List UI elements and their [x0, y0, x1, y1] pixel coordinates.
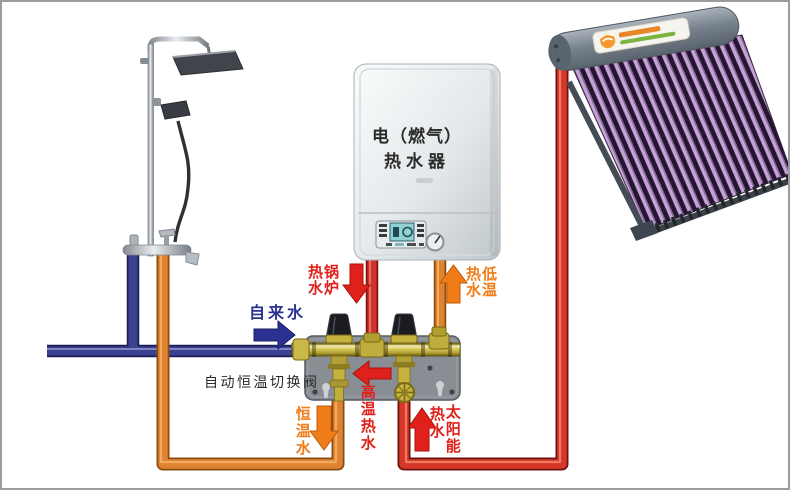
solar-frame-foot [630, 220, 658, 241]
tap-water-arrow [253, 319, 296, 351]
solar-hot-water-pipe [397, 50, 569, 471]
heater-title: 电（燃气） 热水器 [342, 127, 492, 172]
valve-wheel [394, 382, 415, 403]
heater-control-panel [375, 220, 445, 252]
solar-collector [548, 6, 788, 241]
solar-frame-left-rail [566, 80, 648, 234]
boiler-supply-pipe [365, 254, 379, 348]
boiler-hot-label-line2: 水炉 [308, 278, 341, 297]
solar-hot-label: 热水 [427, 406, 446, 440]
boiler-return-pipe [433, 254, 447, 340]
inlet-nut [292, 338, 310, 361]
boiler-hot-label: 热锅 水炉 [308, 263, 341, 297]
keyhole-slot [322, 381, 444, 398]
mixing-valve-right [390, 313, 418, 403]
solar-tank [548, 6, 740, 71]
shower-mixer [122, 228, 200, 266]
mixer-spout [185, 251, 200, 266]
heater-title-line2: 热水器 [384, 151, 450, 172]
mixed-out-arrow [309, 405, 339, 451]
boiler-supply-arrow [342, 263, 371, 304]
high-temp-out-arrow [352, 359, 392, 388]
auto-valve-label: 自动恒温切换阀 [204, 375, 320, 391]
brass-manifold [291, 326, 461, 361]
high-temp-label: 高温热水 [358, 384, 377, 452]
tap-water-label: 自来水 [249, 303, 307, 322]
shower-hose [173, 120, 191, 243]
low-temp-label-line1: 热低 [466, 265, 499, 283]
shower-pole [147, 43, 154, 257]
cold-water-pipe [47, 252, 305, 358]
low-temp-label: 热低 水温 [466, 265, 499, 299]
constant-temp-label: 恒温水 [293, 406, 312, 457]
water-heater [353, 63, 501, 261]
low-temp-label-line2: 水温 [466, 280, 499, 299]
solar-tank-logo [592, 17, 691, 54]
shower-unit [122, 36, 244, 266]
solar-energy-label: 太阳能 [443, 404, 462, 455]
boiler-hot-label-line1: 热锅 [308, 263, 341, 281]
hand-shower [160, 100, 191, 120]
shower-arm [147, 36, 210, 51]
heater-title-line1: 电（燃气） [372, 127, 462, 147]
boiler-return-arrow [439, 264, 468, 304]
heater-logo-mark [416, 178, 433, 183]
mixing-valve-left [325, 313, 353, 402]
solar-in-arrow [407, 407, 437, 452]
